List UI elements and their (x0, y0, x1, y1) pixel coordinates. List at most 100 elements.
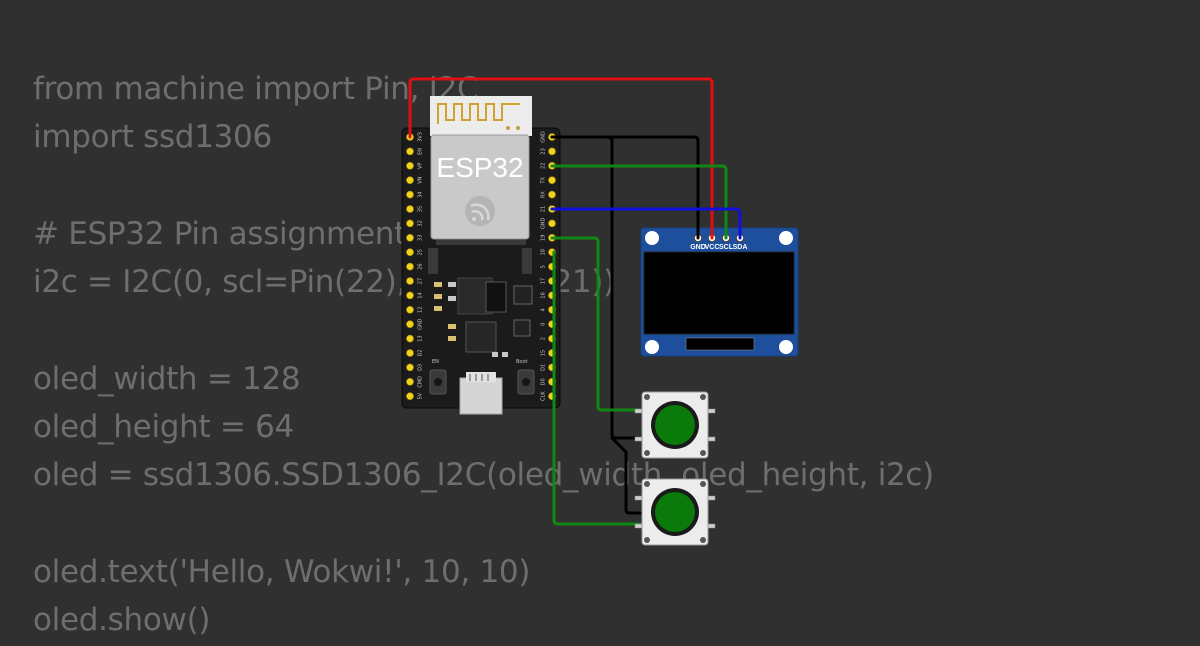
button-corner (700, 537, 706, 543)
code-line: # ESP32 Pin assignment (33, 215, 406, 252)
esp32-pin-label: D0 (541, 378, 547, 385)
esp32-pin-label: 5V (418, 392, 424, 399)
esp32-pin-label: TX (541, 176, 547, 184)
esp32-pin[interactable] (406, 147, 414, 156)
esp32-board[interactable]: ESP32 EN Boo (401, 96, 561, 415)
esp32-pin[interactable] (406, 349, 414, 357)
wire-btn1-green (550, 236, 642, 412)
wire-gnd-black-3 (610, 436, 642, 515)
wire-gnd-black-2 (550, 135, 642, 440)
push-button-1[interactable] (634, 391, 716, 459)
boot-button[interactable] (517, 369, 535, 395)
esp32-pin-label: 0 (541, 323, 547, 326)
wire-gnd-black (550, 135, 700, 240)
button-corner (700, 481, 706, 487)
esp32-pin[interactable] (406, 392, 414, 401)
esp32-pin-label: 32 (418, 220, 424, 226)
esp32-pin-label: 17 (541, 278, 547, 284)
esp32-pin-label: 33 (418, 235, 424, 241)
esp32-pin-label: 12 (418, 307, 424, 313)
esp32-pin-label: 21 (541, 206, 547, 212)
esp32-label: ESP32 (436, 152, 523, 183)
esp32-pin[interactable] (406, 277, 414, 285)
en-button[interactable] (429, 369, 447, 395)
button-corner (644, 450, 650, 456)
esp32-pin-label: GND (541, 131, 547, 143)
esp32-pin-label: 18 (541, 249, 547, 255)
boot-label: Boot (516, 359, 528, 365)
oled-pin-label: GND (690, 244, 706, 251)
esp32-pin-label: CMD (418, 376, 424, 388)
esp32-pin[interactable] (406, 334, 414, 343)
oled-screen (643, 251, 795, 335)
esp32-pin[interactable] (406, 262, 414, 271)
wires (408, 77, 742, 526)
esp32-pin-label: 3V3 (418, 132, 424, 142)
esp32-pin-label: 26 (418, 263, 424, 269)
esp32-shield (430, 134, 530, 240)
esp32-pin-label: 14 (418, 292, 424, 298)
wire-sda-blue (550, 207, 742, 240)
oled-pin-label: SDA (733, 244, 748, 251)
esp32-pin[interactable] (406, 219, 414, 228)
esp32-pin-label: GND (541, 218, 547, 230)
wire-scl-green (550, 164, 728, 240)
esp32-pin-label: 13 (418, 335, 424, 341)
esp32-pin-label: 22 (541, 163, 547, 169)
esp32-pin[interactable] (406, 161, 414, 170)
esp32-pin[interactable] (548, 176, 556, 185)
code-line: oled.text('Hello, Wokwi!', 10, 10) (33, 553, 531, 590)
code-line: oled = ssd1306.SSD1306_I2C(oled_width, o… (33, 457, 934, 494)
esp32-pin-label: CLK (541, 391, 547, 401)
espressif-logo-icon (465, 196, 495, 226)
en-label: EN (432, 359, 439, 365)
wire-vcc-red (408, 77, 714, 240)
oled-pin-label: SCL (719, 244, 734, 251)
esp32-pin[interactable] (548, 190, 556, 199)
esp32-pin-label: 2 (541, 337, 547, 340)
esp32-pin[interactable] (406, 363, 414, 372)
board-components (434, 277, 533, 357)
esp32-pin-label: EN (418, 148, 424, 155)
esp32-pin-label: GND (418, 318, 424, 330)
esp32-pin[interactable] (406, 233, 414, 242)
esp32-pin[interactable] (548, 219, 556, 228)
esp32-pin-label: 5 (541, 265, 547, 268)
code-line: oled_width = 128 (33, 360, 301, 397)
esp32-pin[interactable] (406, 305, 414, 314)
esp32-pin-label: 15 (541, 350, 547, 356)
esp32-pin-label: RX (541, 191, 547, 198)
button-cap[interactable] (655, 405, 695, 445)
esp32-pin-label: 4 (541, 308, 547, 311)
button-corner (644, 481, 650, 487)
button-corner (644, 537, 650, 543)
push-button-2[interactable] (634, 478, 716, 546)
esp32-pin[interactable] (406, 190, 414, 199)
esp32-pin[interactable] (406, 205, 414, 213)
button-corner (700, 394, 706, 400)
circuit-diagram: ESP32 EN Boo (401, 77, 799, 546)
esp32-pin-label: VP (418, 163, 424, 169)
esp32-pin[interactable] (406, 248, 414, 257)
esp32-pin-label: D1 (541, 364, 547, 371)
wire-btn2-green (552, 250, 642, 526)
esp32-pin-label: 25 (418, 249, 424, 255)
esp32-pin-label: D3 (418, 364, 424, 371)
esp32-pin[interactable] (548, 147, 556, 156)
esp32-pin-label: 19 (541, 235, 547, 241)
button-cap[interactable] (655, 492, 695, 532)
esp32-pin-label: D2 (418, 349, 424, 356)
esp32-pin-label: 27 (418, 278, 424, 284)
oled-pin-label: VCC (705, 244, 720, 251)
esp32-pin[interactable] (406, 377, 414, 386)
esp32-pin[interactable] (406, 291, 414, 300)
esp32-pin-label: 35 (418, 206, 424, 212)
esp32-pin[interactable] (406, 320, 414, 329)
button-corner (644, 394, 650, 400)
esp32-pin-label: 34 (418, 191, 424, 197)
esp32-pin-label: 16 (541, 292, 547, 298)
esp32-pin[interactable] (406, 176, 414, 185)
